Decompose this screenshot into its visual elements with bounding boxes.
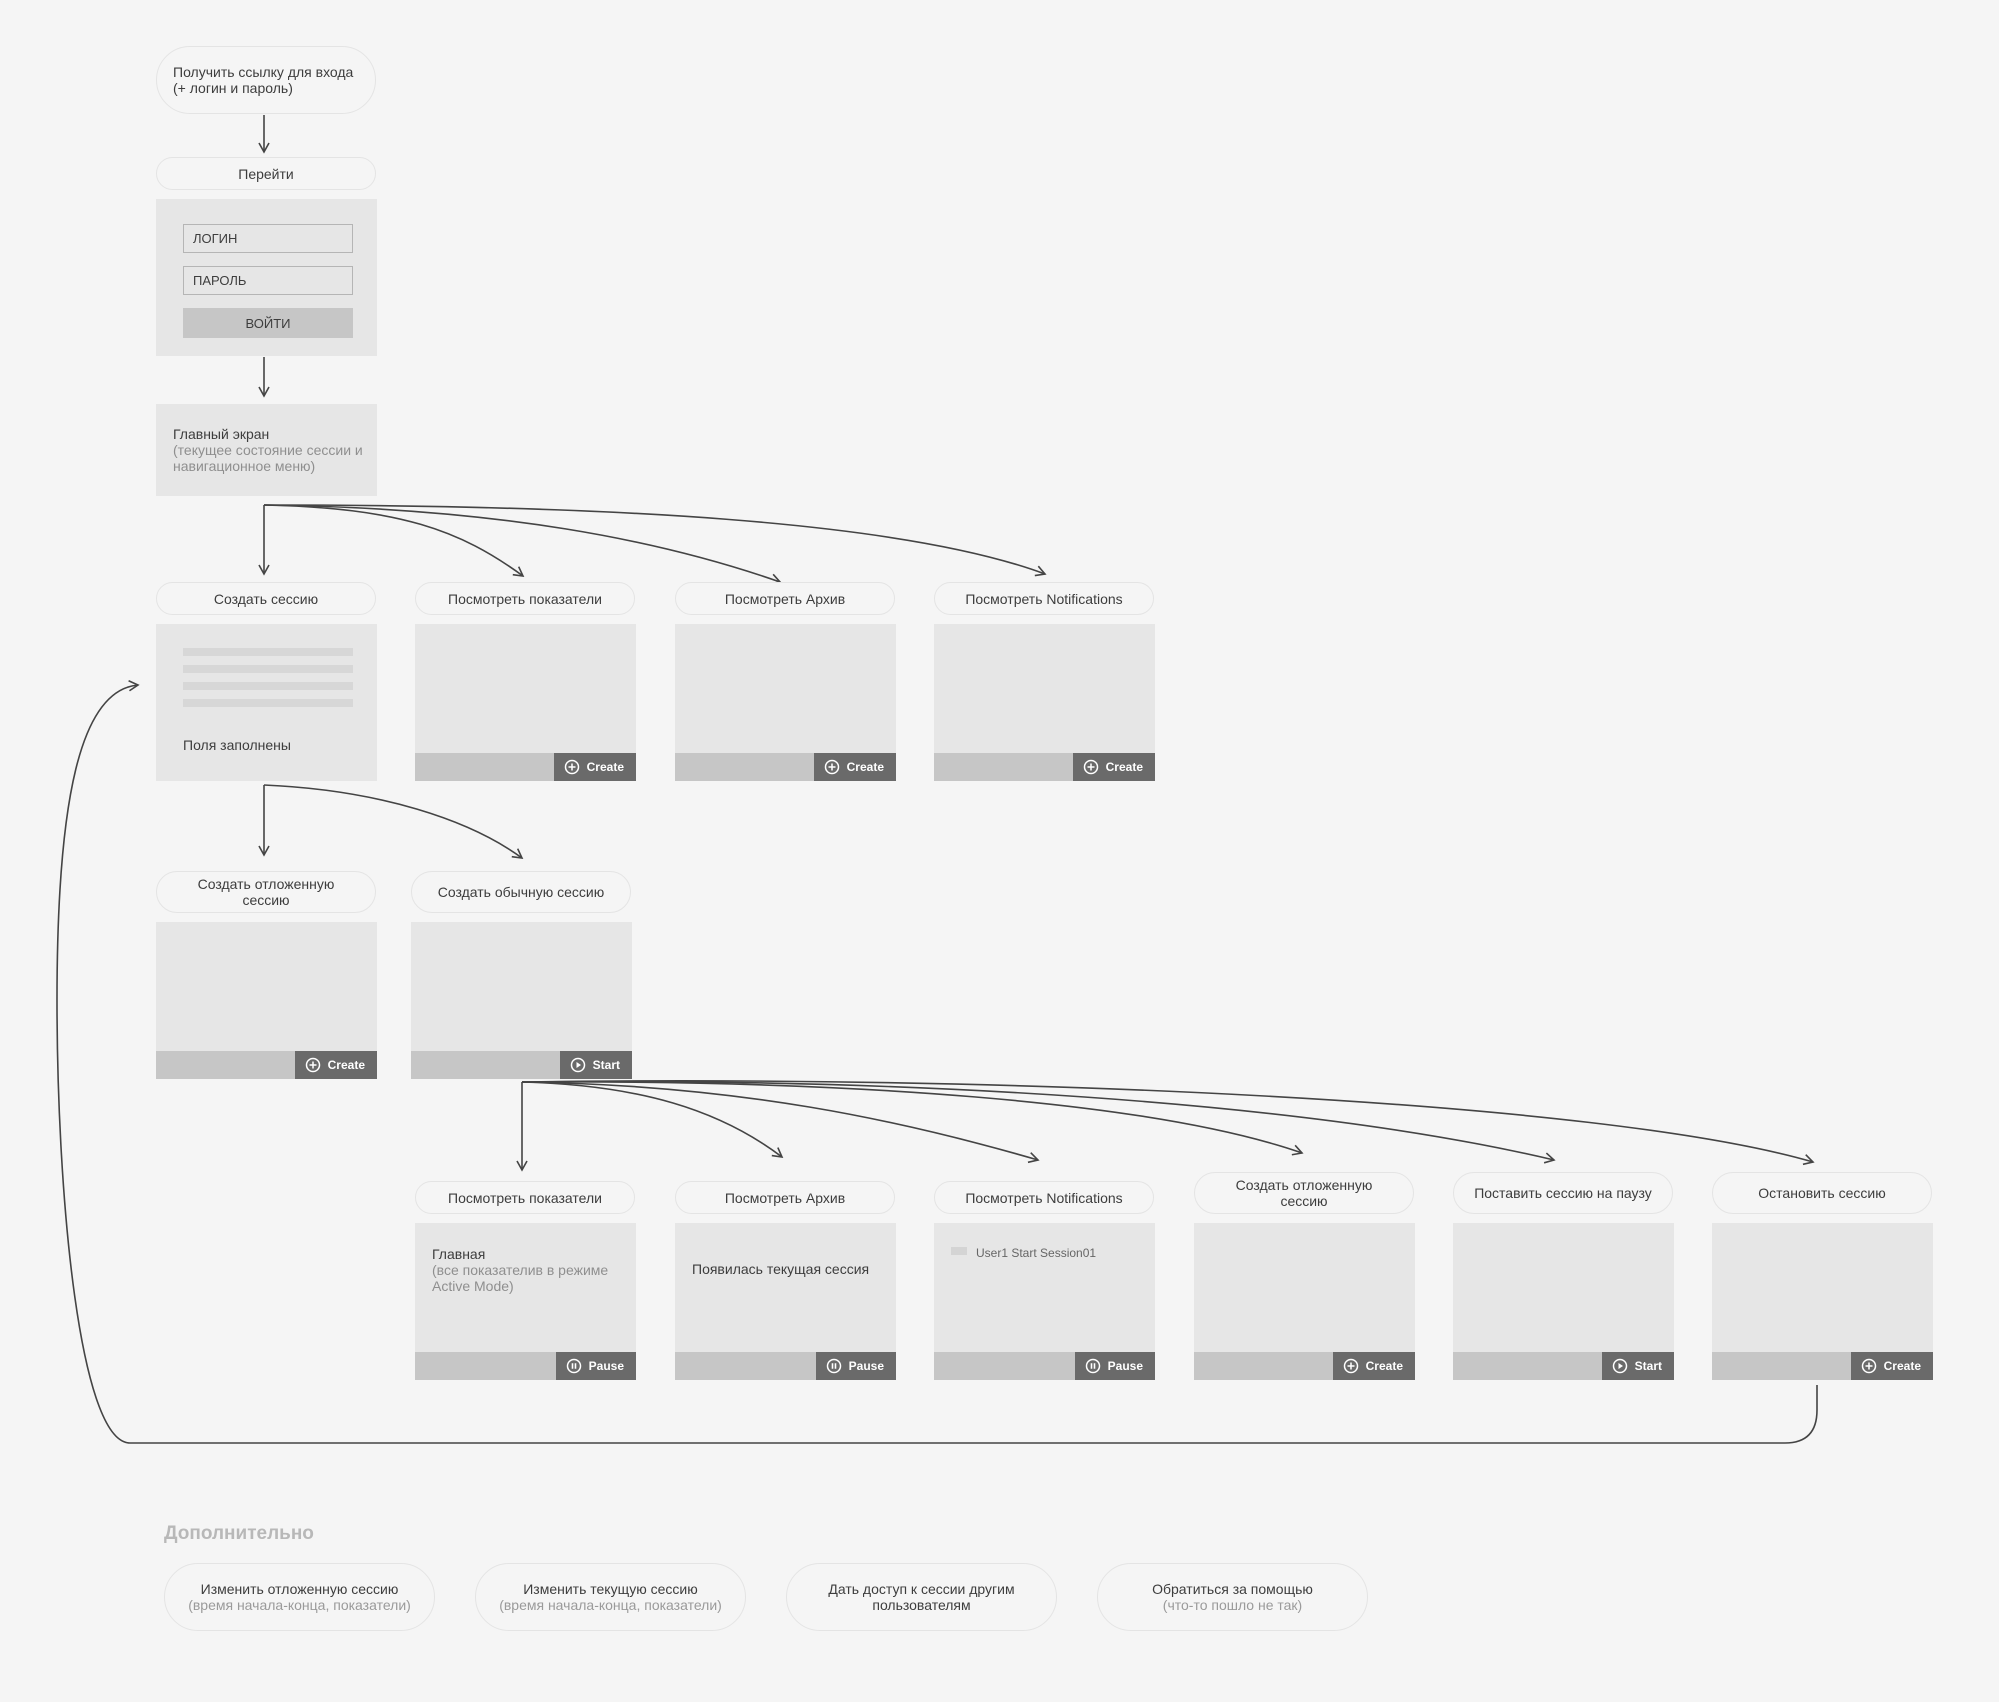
arrow-start-to-notifications (521, 1081, 1040, 1164)
form-line-placeholder (183, 699, 353, 707)
active-view-notifications-step[interactable]: Посмотреть Notifications (934, 1181, 1154, 1214)
create-button[interactable]: Create (1332, 1352, 1415, 1380)
pause-circle-icon (566, 1358, 581, 1374)
login-form: ЛОГИН ПАРОЛЬ ВОЙТИ (156, 199, 377, 356)
create-button[interactable]: Create (1850, 1352, 1933, 1380)
pause-circle-icon (826, 1358, 841, 1374)
login-field[interactable]: ЛОГИН (183, 224, 353, 253)
create-deferred-session-screen: Create (156, 922, 377, 1079)
get-help-item[interactable]: Обратиться за помощью(что-то пошло не та… (1097, 1563, 1368, 1631)
arrow-start-to-pause (521, 1080, 1556, 1164)
main-screen-title: Главный экран (173, 426, 270, 442)
main-screen: Главный экран (текущее состояние сессии … (156, 404, 377, 496)
active-view-archive-step[interactable]: Посмотреть Архив (675, 1181, 895, 1214)
create-regular-session-step[interactable]: Создать обычную сессию (411, 871, 631, 913)
create-session-screen: Поля заполнены (156, 624, 377, 781)
active-create-deferred-screen: Create (1194, 1223, 1415, 1380)
edit-current-session-item[interactable]: Изменить текущую сессию(время начала-кон… (475, 1563, 746, 1631)
go-label: Перейти (238, 165, 294, 182)
plus-circle-icon (305, 1057, 320, 1073)
active-view-archive-screen: Появилась текущая сессия Pause (675, 1223, 896, 1380)
main-screen-desc: (текущее состояние сессии и навигационно… (173, 442, 363, 474)
active-view-notifications-screen: User1 Start Session01 Pause (934, 1223, 1155, 1380)
create-deferred-session-step[interactable]: Создать отложенную сессию (156, 871, 376, 913)
form-line-placeholder (183, 665, 353, 673)
login-button[interactable]: ВОЙТИ (183, 308, 353, 338)
view-archive-step[interactable]: Посмотреть Архив (675, 582, 895, 615)
pause-button[interactable]: Pause (815, 1352, 896, 1380)
plus-circle-icon (1861, 1358, 1876, 1374)
active-stats-desc: (все показателив в режиме Active Mode) (432, 1262, 609, 1294)
notification-item: User1 Start Session01 (976, 1246, 1097, 1260)
stop-session-screen: Create (1712, 1223, 1933, 1380)
fields-filled-text: Поля заполнены (183, 737, 291, 753)
get-link-subtext: (+ логин и пароль) (173, 80, 293, 96)
plus-circle-icon (1083, 759, 1098, 775)
active-stats-title: Главная (432, 1246, 486, 1262)
plus-circle-icon (824, 759, 839, 775)
active-view-stats-step[interactable]: Посмотреть показатели (415, 1181, 635, 1214)
create-session-step[interactable]: Создать сессию (156, 582, 376, 615)
view-stats-screen: Create (415, 624, 636, 781)
start-button[interactable]: Start (559, 1051, 632, 1079)
create-button[interactable]: Create (553, 753, 636, 781)
create-regular-session-screen: Start (411, 922, 632, 1079)
additional-section-title: Дополнительно (164, 1523, 314, 1544)
create-button[interactable]: Create (1072, 753, 1155, 781)
current-session-appeared-text: Появилась текущая сессия (692, 1261, 870, 1277)
pause-circle-icon (1085, 1358, 1100, 1374)
pause-session-screen: Start (1453, 1223, 1674, 1380)
pause-button[interactable]: Pause (555, 1352, 636, 1380)
view-archive-screen: Create (675, 624, 896, 781)
get-login-link-step[interactable]: Получить ссылку для входа(+ логин и паро… (156, 46, 376, 114)
arrow-start-to-stop (521, 1080, 1815, 1166)
active-view-stats-screen: Главная (все показателив в режиме Active… (415, 1223, 636, 1380)
active-create-deferred-step[interactable]: Создать отложенную сессию (1194, 1172, 1414, 1214)
pause-button[interactable]: Pause (1074, 1352, 1155, 1380)
pause-session-step[interactable]: Поставить сессию на паузу (1453, 1172, 1673, 1214)
play-circle-icon (570, 1057, 585, 1073)
view-notifications-step[interactable]: Посмотреть Notifications (934, 582, 1154, 615)
arrow-create-to-regular (263, 784, 524, 859)
arrow-start-to-deferred (521, 1081, 1304, 1156)
notification-bullet-icon (951, 1247, 967, 1255)
arrow-stop-loop-back (56, 680, 1818, 1444)
create-button[interactable]: Create (813, 753, 896, 781)
edit-deferred-session-item[interactable]: Изменить отложенную сессию(время начала-… (164, 1563, 435, 1631)
view-notifications-screen: Create (934, 624, 1155, 781)
arrow-main-to-stats (263, 504, 525, 577)
form-line-placeholder (183, 682, 353, 690)
share-session-access-item[interactable]: Дать доступ к сессии другим пользователя… (786, 1563, 1057, 1631)
plus-circle-icon (564, 759, 579, 775)
plus-circle-icon (1343, 1358, 1358, 1374)
view-stats-step[interactable]: Посмотреть показатели (415, 582, 635, 615)
form-line-placeholder (183, 648, 353, 656)
start-button[interactable]: Start (1601, 1352, 1674, 1380)
get-link-text: Получить ссылку для входа (173, 64, 354, 80)
create-button[interactable]: Create (294, 1051, 377, 1079)
stop-session-step[interactable]: Остановить сессию (1712, 1172, 1932, 1214)
play-circle-icon (1612, 1358, 1627, 1374)
arrow-main-to-archive (263, 504, 782, 585)
arrow-start-to-archive (521, 1081, 784, 1158)
arrow-main-to-notifications (263, 504, 1047, 577)
go-step[interactable]: Перейти (156, 157, 376, 190)
password-field[interactable]: ПАРОЛЬ (183, 266, 353, 295)
